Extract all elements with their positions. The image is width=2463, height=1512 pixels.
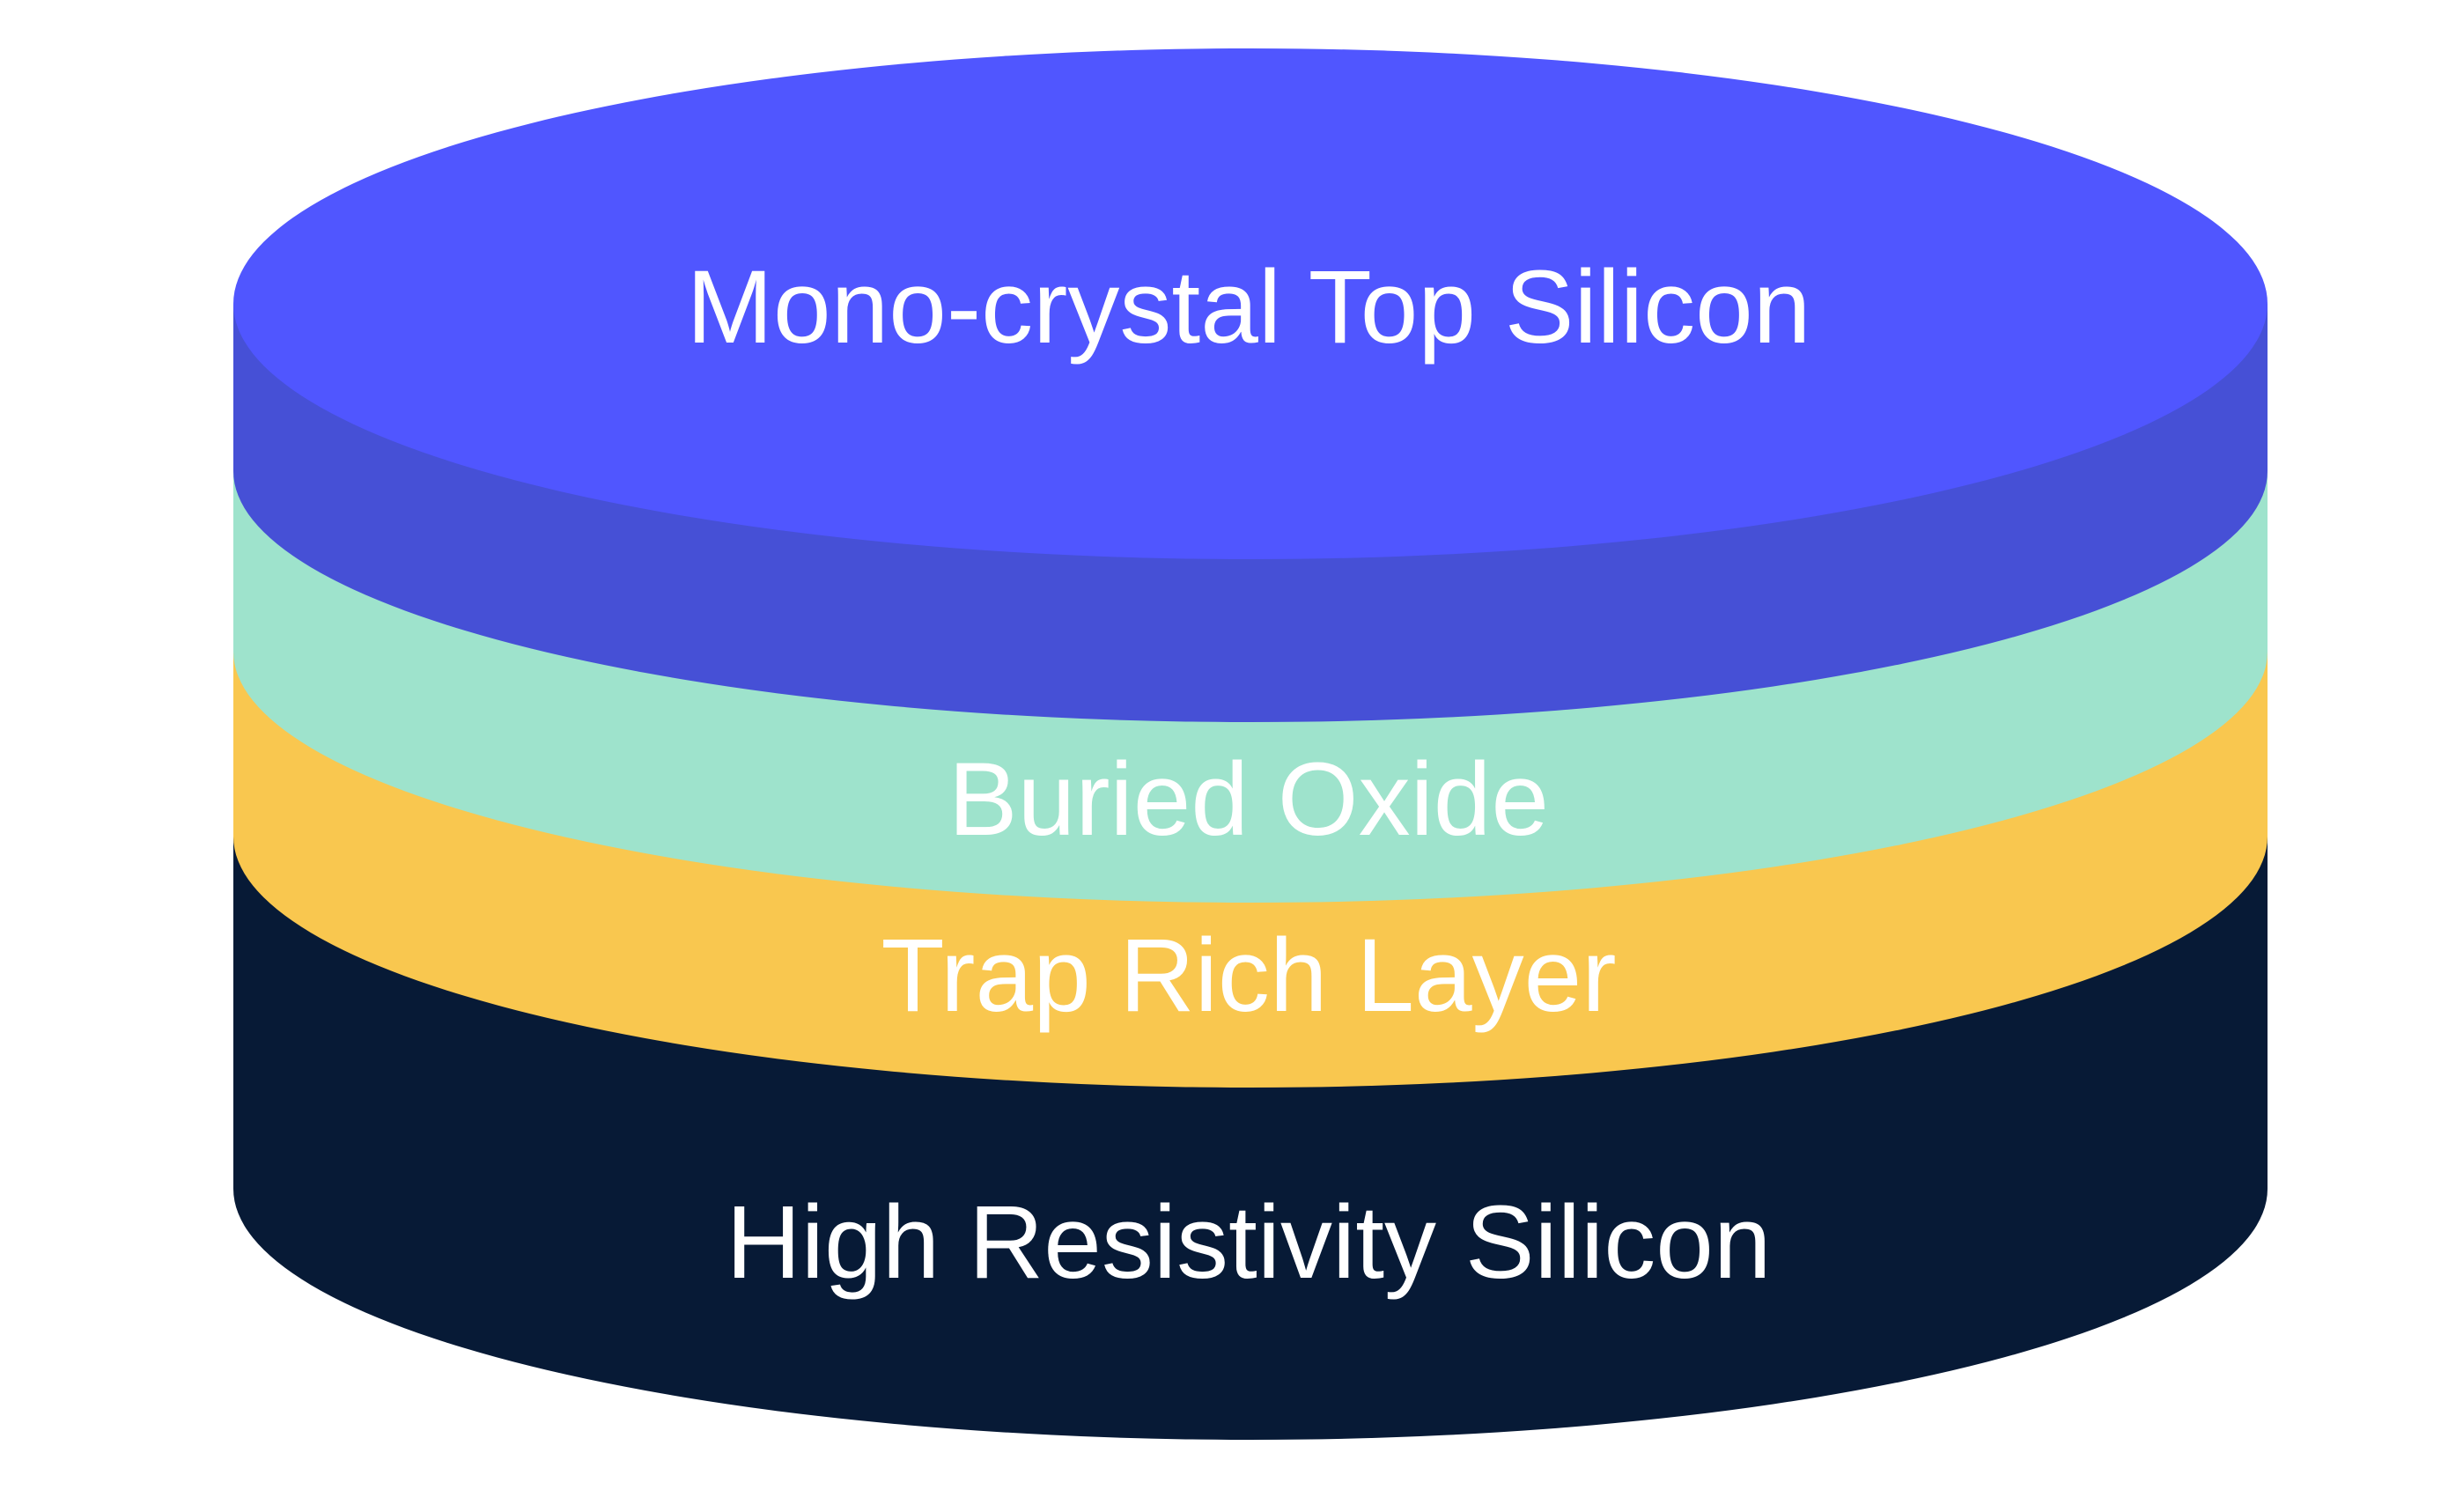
top-silicon-top-face — [233, 48, 2268, 559]
trap-rich-layer-label: Trap Rich Layer — [881, 918, 1616, 1034]
buried-oxide-label: Buried Oxide — [948, 741, 1549, 858]
layer-mono-crystal-top-silicon: Mono-crystal Top Silicon — [233, 48, 2268, 722]
mono-crystal-top-silicon-label: Mono-crystal Top Silicon — [687, 249, 1811, 365]
high-resistivity-silicon-label: High Resistivity Silicon — [726, 1184, 1772, 1301]
